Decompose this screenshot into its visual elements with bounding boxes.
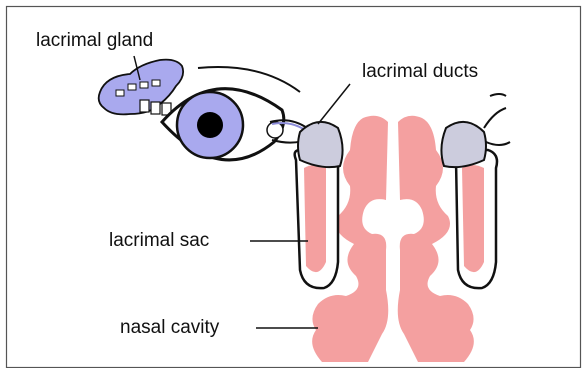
lacrimal-gland-icon — [99, 60, 183, 115]
ducts-leader-line — [318, 84, 350, 124]
lacrimal-sac-label: lacrimal sac — [109, 231, 209, 250]
lacrimal-gland-label: lacrimal gland — [36, 31, 153, 50]
nasal-cavity-label: nasal cavity — [120, 318, 219, 337]
eye-icon — [162, 89, 312, 160]
lacrimal-ducts-label: lacrimal ducts — [362, 62, 478, 81]
lacrimal-sac-icon-left — [295, 122, 343, 288]
lacrimal-sac-icon-right — [441, 94, 510, 288]
